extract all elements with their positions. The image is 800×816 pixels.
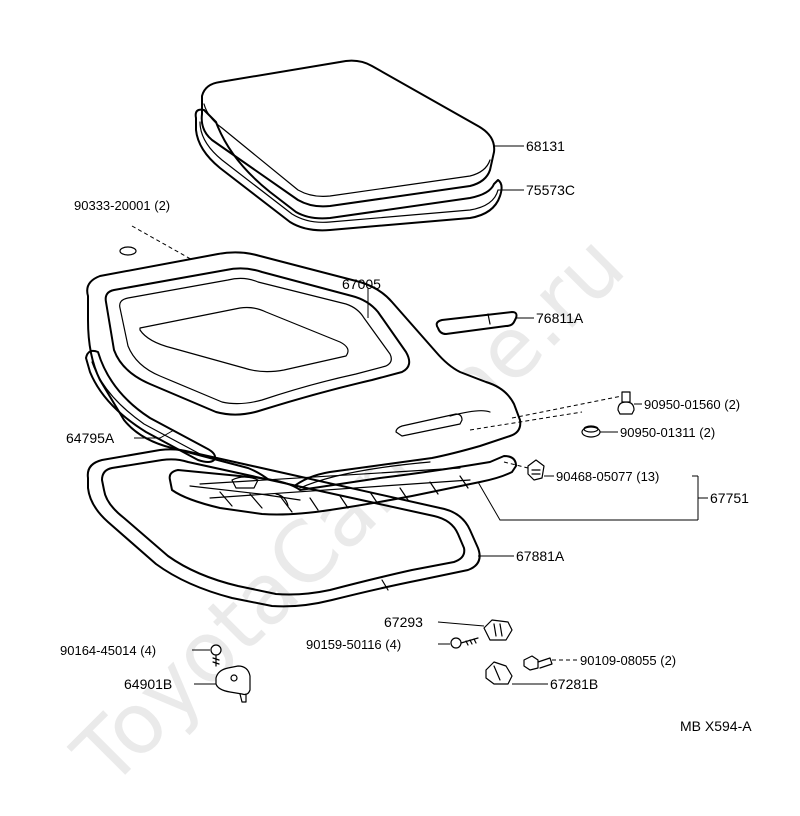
plug-90333 (119, 225, 197, 263)
label-90950-01311: 90950-01311 (2) (620, 425, 715, 440)
stop-lamp-76811A (435, 311, 518, 335)
screw-90164-45014 (210, 644, 222, 667)
label-68131: 68131 (526, 138, 565, 154)
label-67005: 67005 (342, 276, 381, 292)
bumper-67281B (485, 661, 513, 685)
weatherstrip-67881A (86, 448, 481, 608)
back-door-67005 (86, 251, 522, 495)
label-75573C: 75573C (526, 182, 575, 198)
striker-64901B (215, 665, 251, 703)
leader-lines (134, 145, 708, 685)
label-64901B: 64901B (124, 676, 172, 692)
label-67751: 67751 (710, 490, 749, 506)
screw-90159-50116 (450, 637, 479, 649)
label-67281B: 67281B (550, 676, 598, 692)
part-labels: 68131 75573C 90333-20001 (2) 67005 76811… (60, 138, 752, 734)
label-67293: 67293 (384, 614, 423, 630)
label-90333-20001: 90333-20001 (2) (74, 198, 170, 213)
bolt-90109-08055 (523, 655, 553, 671)
bumper-67293 (483, 619, 513, 641)
label-90468-05077: 90468-05077 (13) (556, 469, 659, 484)
label-64795A: 64795A (66, 430, 115, 446)
grommet-90950-01311 (469, 411, 601, 438)
label-90109-08055: 90109-08055 (2) (580, 653, 676, 668)
diagram-code: MB X594-A (680, 718, 752, 734)
weatherstrip-75573C (194, 108, 503, 232)
label-90950-01560: 90950-01560 (2) (644, 397, 740, 412)
label-90164-45014: 90164-45014 (4) (60, 643, 156, 658)
glass-panel-68131 (200, 59, 496, 208)
label-76811A: 76811A (536, 310, 584, 326)
clip-90468-05077 (503, 459, 545, 481)
label-90159-50116: 90159-50116 (4) (306, 637, 401, 652)
weatherstrip-64795A (85, 349, 216, 463)
label-67881A: 67881A (516, 548, 565, 564)
clip-90950-01560 (511, 391, 635, 419)
